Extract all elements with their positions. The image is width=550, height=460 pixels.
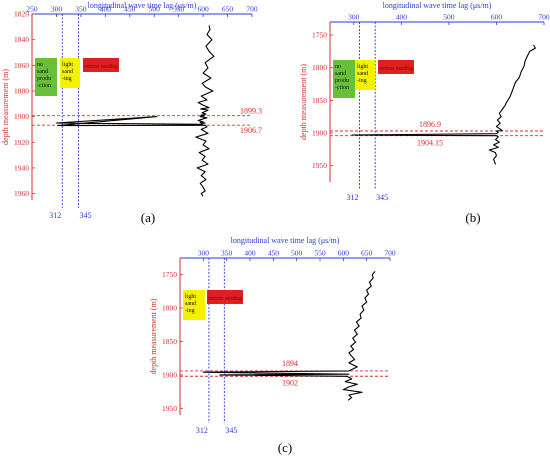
y-tick-label: 1750	[162, 270, 177, 279]
panel-label: (b)	[465, 210, 480, 225]
y-tick-label: 1950	[312, 161, 327, 170]
y-tick-label: 1900	[14, 112, 29, 121]
legend-box-2: serious sanding	[207, 290, 243, 304]
x-tick-label: 500	[291, 249, 303, 258]
x-tick-label: 400	[244, 249, 256, 258]
chart-panel-3: 300 350 400 450 500 550 600 650 700 1750 1800 1850 1…	[149, 236, 396, 455]
y-tick-label: 1850	[162, 337, 177, 346]
panel-label: (c)	[278, 440, 292, 455]
legend-swatch	[83, 58, 119, 72]
y-tick-label: 1860	[14, 61, 29, 70]
legend-label: serious sanding	[208, 296, 242, 302]
threshold-label-312: 312	[49, 211, 61, 220]
y-axis-title: depth measurement (m)	[1, 69, 10, 145]
depth-mark-label: 1906.7	[240, 126, 262, 135]
x-tick-label: 650	[361, 249, 373, 258]
x-tick-label: 500	[149, 5, 161, 14]
x-tick-label: 550	[173, 5, 185, 14]
x-tick-label: 700	[246, 5, 258, 14]
y-tick-label: 1960	[14, 189, 29, 198]
depth-mark-label: 1904.15	[417, 139, 443, 148]
panel-label: (a)	[141, 210, 155, 225]
x-tick-label: 600	[197, 5, 209, 14]
x-tick-label: 300	[348, 13, 360, 22]
x-tick-label: 600	[491, 13, 503, 22]
x-axis-title: longitudinal wave time lag (μs/m)	[383, 1, 492, 10]
y-tick-label: 1750	[312, 31, 327, 40]
x-axis-title: longitudinal wave time lag (μs/m)	[231, 236, 340, 245]
chart-panel-1: 250 300 350 400 450 500 550 600 650 700 1820 1840 18…	[1, 1, 262, 225]
x-tick-label: 400	[100, 5, 112, 14]
y-tick-label: 1880	[14, 86, 29, 95]
legend-box-3: serious sanding	[378, 60, 414, 74]
legend-swatch	[183, 290, 205, 320]
legend-box-3: serious sanding	[83, 58, 119, 72]
x-tick-label: 700	[384, 249, 396, 258]
x-tick-label: 700	[538, 13, 550, 22]
x-tick-label: 500	[443, 13, 455, 22]
legend-swatch	[60, 58, 80, 88]
series-line-1	[202, 271, 376, 401]
series-line-1	[55, 25, 215, 197]
y-tick-label: 1800	[312, 63, 327, 72]
x-tick-label: 450	[124, 5, 136, 14]
y-tick-label: 1850	[312, 96, 327, 105]
threshold-label-312: 312	[196, 426, 208, 435]
y-tick-label: 1950	[162, 404, 177, 413]
y-axis-title: depth measurement (m)	[149, 298, 158, 374]
legend-swatch	[355, 60, 375, 90]
y-tick-label: 1800	[162, 304, 177, 313]
depth-mark-label: 1902	[282, 378, 298, 387]
x-tick-label: 550	[314, 249, 326, 258]
y-tick-label: 1900	[312, 129, 327, 138]
x-tick-label: 650	[222, 5, 234, 14]
y-tick-label: 1940	[14, 163, 29, 172]
threshold-label-345: 345	[79, 211, 91, 220]
y-tick-label: 1900	[162, 370, 177, 379]
legend-swatch	[333, 60, 355, 98]
x-tick-label: 400	[396, 13, 408, 22]
x-tick-label: 450	[268, 249, 280, 258]
threshold-label-345: 345	[225, 426, 237, 435]
x-tick-label: 300	[51, 5, 63, 14]
x-tick-label: 350	[75, 5, 87, 14]
legend-swatch	[207, 290, 243, 304]
y-tick-label: 1840	[14, 35, 29, 44]
legend-swatch	[378, 60, 414, 74]
legend-label: serious sanding	[84, 64, 118, 70]
y-tick-label: 1820	[14, 10, 29, 19]
y-tick-label: 1920	[14, 138, 29, 147]
legend-label: serious sanding	[379, 66, 413, 72]
chart-panel-2: 300 400 500 600 700 1750 1800 1850 1900 1950 longi…	[299, 1, 550, 225]
depth-mark-label: 1896.9	[419, 120, 441, 129]
depth-mark-label: 1894	[282, 359, 298, 368]
x-tick-label: 250	[26, 5, 38, 14]
depth-mark-label: 1899.3	[240, 107, 262, 116]
x-tick-label: 350	[221, 249, 233, 258]
threshold-label-345: 345	[376, 193, 388, 202]
y-axis-title: depth measurement (m)	[299, 64, 308, 140]
x-tick-label: 300	[198, 249, 210, 258]
x-tick-label: 600	[338, 249, 350, 258]
threshold-label-312: 312	[346, 193, 358, 202]
series-line-1	[351, 44, 536, 165]
x-axis-title: longitudinal wave time lag (μs/m)	[88, 1, 197, 10]
legend-swatch	[35, 58, 57, 96]
